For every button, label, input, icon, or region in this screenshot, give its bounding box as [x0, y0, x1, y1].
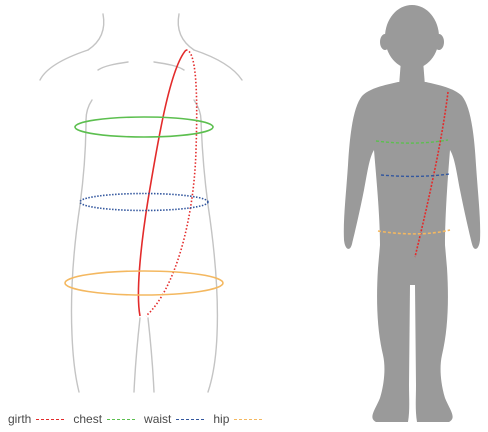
legend-item-girth: girth [8, 412, 64, 426]
inner-leg-left-line [134, 318, 140, 392]
legend-swatch-girth [36, 419, 64, 420]
collarbone-right-line [154, 62, 184, 70]
legend-label-hip: hip [213, 412, 229, 426]
legend-label-girth: girth [8, 412, 31, 426]
waist-loop-left [80, 194, 208, 211]
armpit-left-line [86, 100, 92, 120]
legend-label-waist: waist [144, 412, 171, 426]
legend-item-hip: hip [213, 412, 262, 426]
girth-loop-left [138, 50, 196, 316]
girth-front-half [138, 50, 186, 316]
legend-item-waist: waist [144, 412, 204, 426]
shoulder-right-line [194, 50, 242, 80]
side-left-line [71, 120, 86, 392]
girth-back-half [146, 50, 197, 316]
legend-label-chest: chest [73, 412, 102, 426]
silhouette-body [344, 82, 480, 422]
side-right-line [201, 120, 217, 392]
legend-swatch-chest [107, 419, 135, 420]
neck-right-line [178, 14, 194, 50]
child-silhouette [344, 5, 480, 422]
hip-loop-left [65, 271, 223, 295]
legend-item-chest: chest [73, 412, 135, 426]
silhouette-ear-left [380, 34, 390, 50]
chest-loop-left [75, 117, 213, 137]
inner-leg-right-line [148, 318, 154, 392]
neck-left-line [88, 14, 104, 50]
collarbone-left-line [98, 62, 128, 70]
armpit-right-line [194, 100, 201, 120]
torso-outline [40, 14, 242, 392]
silhouette-head [385, 5, 439, 69]
legend-swatch-hip [234, 419, 262, 420]
shoulder-left-line [40, 50, 88, 80]
legend-swatch-waist [176, 419, 204, 420]
silhouette-ear-right [434, 34, 444, 50]
legend: girth chest waist hip [8, 410, 271, 428]
